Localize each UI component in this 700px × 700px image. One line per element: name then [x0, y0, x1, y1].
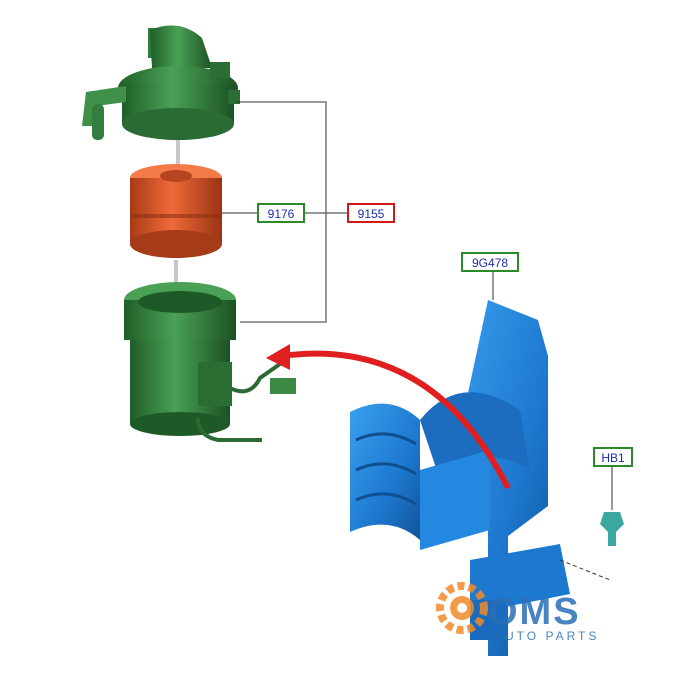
logo-tagline: AUTO PARTS [494, 629, 599, 643]
filter-bowl [124, 282, 296, 442]
callout-9155: 9155 [347, 203, 395, 223]
callout-9176-label: 9176 [268, 207, 295, 221]
assembly-arrow [266, 344, 511, 490]
callout-9G478: 9G478 [461, 252, 519, 272]
callout-9155-label: 9155 [358, 207, 385, 221]
oms-logo: OMS AUTO PARTS [436, 582, 599, 643]
filter-head [82, 25, 240, 140]
mounting-bracket [350, 300, 611, 656]
callout-HB1: HB1 [593, 447, 633, 467]
filter-element [130, 164, 222, 258]
leader-lines [222, 101, 613, 510]
gear-icon [436, 582, 488, 634]
logo-brand: OMS [488, 591, 581, 633]
callout-HB1-label: HB1 [601, 451, 625, 465]
clip-hb1 [600, 512, 624, 546]
callout-9176: 9176 [257, 203, 305, 223]
callout-9G478-label: 9G478 [472, 256, 508, 270]
